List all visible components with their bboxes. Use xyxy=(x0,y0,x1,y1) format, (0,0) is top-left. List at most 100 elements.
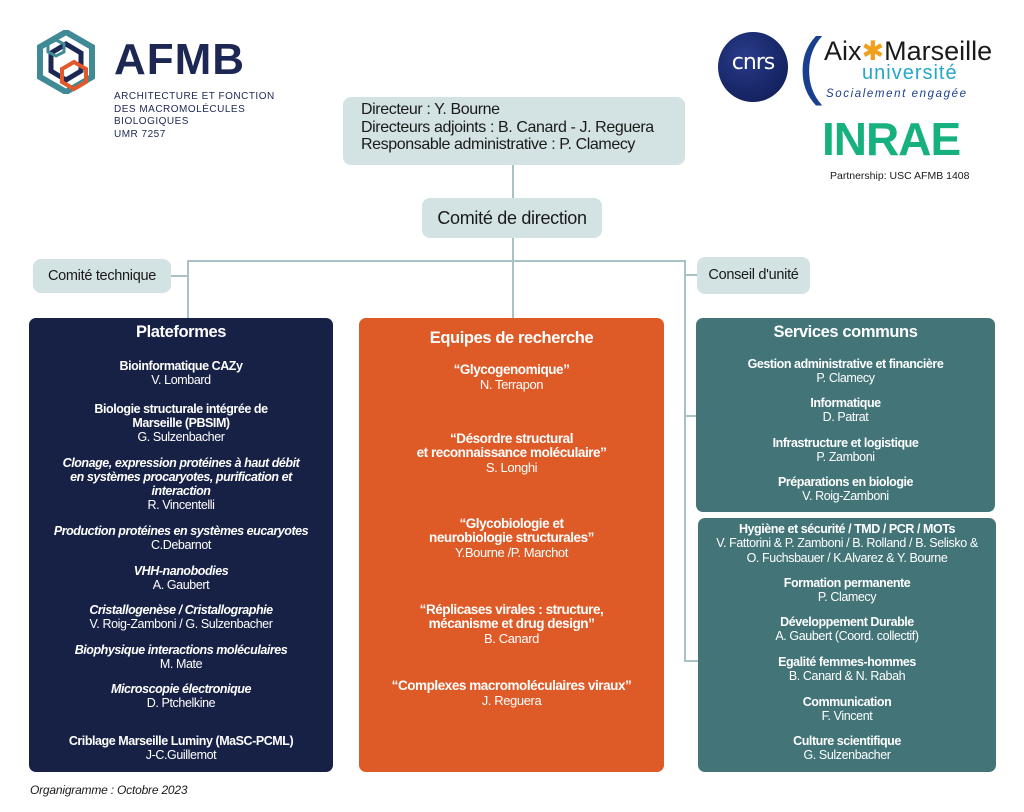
plateformes-column: Plateformes Bioinformatique CAZy V. Lomb… xyxy=(29,318,333,772)
service-name: Communication xyxy=(802,695,892,709)
service-name: Infrastructure et logistique xyxy=(772,436,919,450)
team-name: “Glycobiologie et xyxy=(459,516,564,531)
service-person: P. Clamecy xyxy=(817,590,877,604)
plateformes-title: Plateformes xyxy=(135,323,227,341)
service-item: Gestion administrative et financière P. … xyxy=(696,357,995,386)
direction-line: Directeur : Y. Bourne xyxy=(361,101,500,118)
afmb-subtitle: ARCHITECTURE ET FONCTION DES MACROMOLÉCU… xyxy=(114,91,314,141)
service-item: Culture scientifique G. Sulzenbacher xyxy=(698,734,996,763)
service-name: Préparations en biologie xyxy=(777,475,914,489)
team-item: “Complexes macromoléculaires viraux” J. … xyxy=(359,678,664,709)
inrae-partnership: Partnership: USC AFMB 1408 xyxy=(830,170,970,182)
conseil-unite-box: Conseil d'unité xyxy=(697,257,810,294)
services-title: Services communs xyxy=(773,323,918,341)
service-name: Culture scientifique xyxy=(793,734,901,748)
connector-right-spine xyxy=(684,260,686,662)
platform-item: Microscopie électronique D. Ptchelkine xyxy=(29,682,333,711)
connector-right-to-conseil xyxy=(684,274,697,276)
platform-item: Biologie structurale intégrée de Marseil… xyxy=(29,402,333,445)
platform-item: Bioinformatique CAZy V. Lombard xyxy=(29,359,333,388)
platform-item: Clonage, expression protéines à haut déb… xyxy=(29,456,333,513)
platform-person: M. Mate xyxy=(159,657,203,671)
services-secondary-column: Hygiène et sécurité / TMD / PCR / MOTs V… xyxy=(698,518,996,772)
amu-slogan: Socialement engagée xyxy=(826,88,968,100)
afmb-subtitle-line: UMR 7257 xyxy=(114,128,166,140)
team-item: “Réplicases virales : structure, mécanis… xyxy=(359,602,664,647)
platform-item: Biophysique interactions moléculaires M.… xyxy=(29,643,333,672)
connector-horizontal-bus xyxy=(187,260,686,262)
team-person: J. Reguera xyxy=(481,693,542,708)
connector-right-to-services xyxy=(684,415,696,417)
service-item: Formation permanente P. Clamecy xyxy=(698,576,996,605)
platform-name: Biologie structurale intégrée de xyxy=(94,402,268,416)
connector-right-to-hygiene xyxy=(684,660,698,662)
service-person: V. Roig-Zamboni xyxy=(802,489,889,503)
platform-name: Clonage, expression protéines à haut déb… xyxy=(62,456,300,470)
team-name: neurobiologie structurales” xyxy=(429,530,594,545)
service-person: P. Zamboni xyxy=(816,450,875,464)
team-name: mécanisme et drug design” xyxy=(428,616,595,631)
platform-name: Biophysique interactions moléculaires xyxy=(74,643,288,657)
platform-name: Criblage Marseille Luminy (MaSC-PCML) xyxy=(68,734,294,748)
afmb-subtitle-line: DES MACROMOLÉCULES xyxy=(114,103,246,115)
team-person: N. Terrapon xyxy=(479,377,544,392)
comite-technique-box: Comité technique xyxy=(33,259,171,293)
connector-left-to-comite-technique xyxy=(171,275,188,277)
team-name: “Réplicases virales : structure, xyxy=(419,602,604,617)
service-item: Hygiène et sécurité / TMD / PCR / MOTs V… xyxy=(698,522,996,566)
platform-item: Criblage Marseille Luminy (MaSC-PCML) J-… xyxy=(29,734,333,763)
amu-title: Aix✱Marseille xyxy=(824,36,992,66)
platform-person: C.Debarnot xyxy=(151,538,211,552)
platform-name: Cristallogenèse / Cristallographie xyxy=(89,603,273,617)
team-item: “Désordre structural et reconnaissance m… xyxy=(359,431,664,476)
service-item: Développement Durable A. Gaubert (Coord.… xyxy=(698,615,996,644)
direction-line: Responsable administrative : P. Clamecy xyxy=(361,136,636,153)
service-person: F. Vincent xyxy=(821,709,873,723)
service-name: Egalité femmes-hommes xyxy=(778,655,916,669)
service-person: O. Fuchsbauer / K.Alvarez & Y. Bourne xyxy=(746,551,948,565)
platform-item: VHH-nanobodies A. Gaubert xyxy=(29,564,333,593)
amu-universite: université xyxy=(862,62,958,84)
platform-item: Cristallogenèse / Cristallographie V. Ro… xyxy=(29,603,333,632)
service-item: Préparations en biologie V. Roig-Zamboni xyxy=(696,475,995,504)
team-name: “Glycogenomique” xyxy=(453,362,570,377)
team-name: “Désordre structural xyxy=(449,431,574,446)
service-item: Informatique D. Patrat xyxy=(696,396,995,425)
footnote: Organigramme : Octobre 2023 xyxy=(30,783,188,797)
service-person: G. Sulzenbacher xyxy=(803,748,891,762)
team-item: “Glycogenomique” N. Terrapon xyxy=(359,362,664,393)
service-person: D. Patrat xyxy=(822,410,869,424)
service-name: Formation permanente xyxy=(783,576,911,590)
platform-name: Microscopie électronique xyxy=(111,682,251,696)
service-item: Egalité femmes-hommes B. Canard & N. Rab… xyxy=(698,655,996,684)
equipes-column: Equipes de recherche “Glycogenomique” N.… xyxy=(359,318,664,772)
platform-name: en systèmes procaryotes, purification et xyxy=(70,470,292,484)
service-name: Informatique xyxy=(810,396,881,410)
platform-person: D. Ptchelkine xyxy=(146,696,216,710)
amu-bracket-icon: ( xyxy=(798,23,823,106)
comite-direction-box: Comité de direction xyxy=(422,198,602,238)
service-item: Communication F. Vincent xyxy=(698,695,996,724)
equipes-title: Equipes de recherche xyxy=(429,329,594,347)
team-name: “Complexes macromoléculaires viraux” xyxy=(391,678,632,693)
connector-comite-to-bus xyxy=(512,238,514,318)
platform-item: Production protéines en systèmes eucaryo… xyxy=(29,524,333,553)
inrae-logo: INRAE xyxy=(822,113,961,165)
service-name: Hygiène et sécurité / TMD / PCR / MOTs xyxy=(738,522,956,536)
afmb-subtitle-line: BIOLOGIQUES xyxy=(114,116,189,127)
direction-line: Directeurs adjoints : B. Canard - J. Reg… xyxy=(361,118,654,136)
connector-left-drop xyxy=(187,260,189,318)
amu-title-left: Aix xyxy=(824,36,862,66)
direction-box: Directeur : Y. Bourne Directeurs adjoint… xyxy=(343,97,685,165)
afmb-wordmark: AFMB xyxy=(114,35,246,84)
platform-name: Production protéines en systèmes eucaryo… xyxy=(53,524,309,538)
platform-name: Marseille (PBSIM) xyxy=(132,416,230,430)
afmb-subtitle-line: ARCHITECTURE ET FONCTION xyxy=(114,91,275,102)
team-name: et reconnaissance moléculaire” xyxy=(416,445,607,460)
service-name: Développement Durable xyxy=(780,615,914,629)
service-person: A. Gaubert (Coord. collectif) xyxy=(775,629,919,643)
platform-name: VHH-nanobodies xyxy=(133,564,229,578)
platform-person: V. Roig-Zamboni / G. Sulzenbacher xyxy=(89,617,273,631)
cnrs-logo-icon xyxy=(718,32,788,102)
team-person: S. Longhi xyxy=(485,460,538,475)
